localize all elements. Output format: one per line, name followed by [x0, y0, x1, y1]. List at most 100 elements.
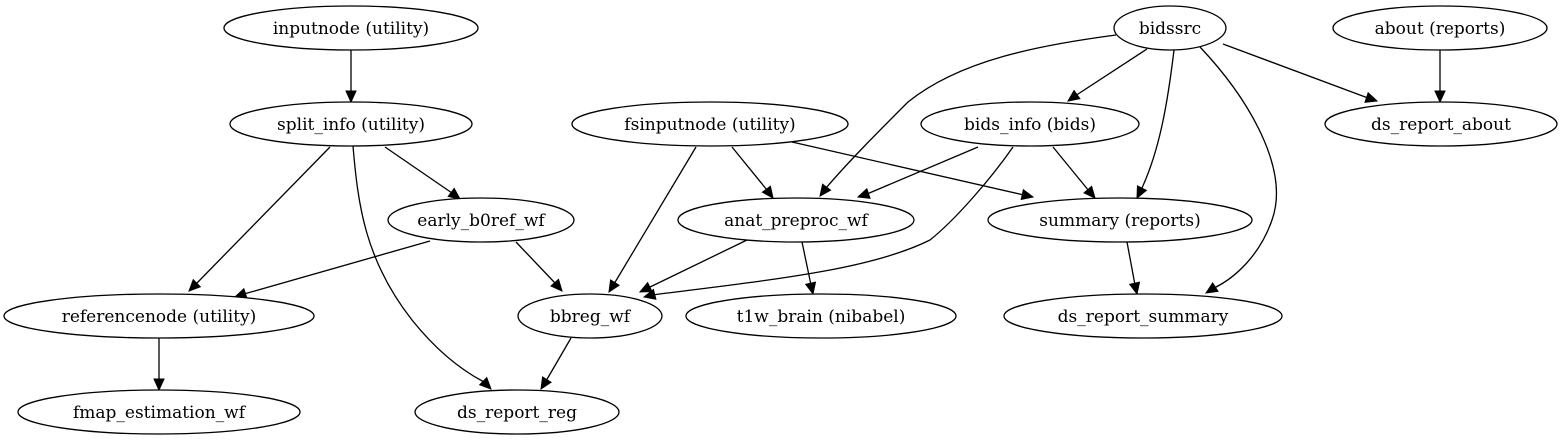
node-bidssrc: bidssrc: [1113, 5, 1227, 51]
edge-line: [613, 146, 697, 285]
edge-line: [195, 146, 331, 285]
edge-bidssrc-to-ds_report_about: [1222, 43, 1379, 103]
node-summary: summary (reports): [987, 197, 1253, 243]
node-split-info: split_info (utility): [229, 101, 473, 147]
arrowhead-icon: [1083, 185, 1096, 199]
node-label-anat-preproc-wf: anat_preproc_wf: [724, 211, 869, 231]
arrowhead-icon: [761, 185, 774, 199]
edge-bidssrc-to-ds_report_summary: [1199, 46, 1277, 294]
edge-bids_info-to-bbreg_wf: [642, 146, 1014, 300]
edge-bidssrc-to-summary: [1136, 49, 1175, 200]
edge-line: [1140, 49, 1175, 191]
arrowhead-icon: [1128, 281, 1141, 296]
arrowhead-icon: [1434, 90, 1446, 104]
arrowhead-icon: [608, 279, 620, 294]
edge-bids_info-to-anat_preproc_wf: [856, 146, 979, 199]
edge-inputnode-to-split_info: [345, 50, 357, 104]
edge-bids_info-to-summary: [1052, 146, 1096, 199]
edge-line: [1126, 241, 1136, 286]
node-bbreg-wf: bbreg_wf: [517, 293, 663, 339]
node-label-split-info: split_info (utility): [277, 115, 425, 135]
edge-bidssrc-to-bids_info: [1067, 48, 1148, 102]
node-label-ds-report-about: ds_report_about: [1371, 115, 1511, 135]
node-label-early-b0ref-wf: early_b0ref_wf: [417, 211, 546, 231]
edge-early_b0ref_wf-to-bbreg_wf: [515, 241, 563, 292]
edge-line: [1074, 48, 1148, 97]
node-label-fmap-estimation-wf: fmap_estimation_wf: [73, 403, 247, 423]
arrowhead-icon: [345, 90, 357, 104]
edge-line: [647, 239, 748, 289]
edge-line: [866, 146, 979, 195]
node-ds-report-summary: ds_report_summary: [1003, 293, 1283, 339]
edge-bbreg_wf-to-ds_report_reg: [540, 337, 572, 391]
edge-about-to-ds_report_about: [1434, 50, 1446, 104]
edge-line: [384, 146, 453, 194]
arrowhead-icon: [856, 187, 871, 199]
node-label-about: about (reports): [1375, 19, 1506, 39]
edge-anat_preproc_wf-to-bbreg_wf: [638, 239, 748, 293]
arrowhead-icon: [1020, 188, 1035, 201]
arrowhead-icon: [478, 376, 492, 390]
node-early-b0ref-wf: early_b0ref_wf: [387, 197, 575, 243]
edge-line: [731, 146, 768, 191]
node-label-referencenode: referencenode (utility): [62, 307, 257, 327]
arrowhead-icon: [540, 376, 552, 391]
edge-referencenode-to-fmap_estimation_wf: [153, 338, 165, 392]
edge-line: [825, 34, 1117, 189]
node-referencenode: referencenode (utility): [3, 293, 315, 339]
node-ds-report-about: ds_report_about: [1324, 101, 1558, 147]
arrowhead-icon: [447, 187, 461, 200]
node-fsinputnode: fsinputnode (utility): [571, 101, 849, 147]
edge-line: [791, 141, 1025, 196]
edge-split_info-to-referencenode: [188, 146, 331, 292]
node-fmap-estimation-wf: fmap_estimation_wf: [17, 389, 301, 435]
edge-split_info-to-early_b0ref_wf: [384, 146, 461, 200]
node-label-inputnode: inputnode (utility): [273, 19, 429, 39]
edge-layer: [153, 34, 1446, 392]
edge-fsinputnode-to-bbreg_wf: [608, 146, 697, 294]
arrowhead-icon: [188, 278, 202, 292]
node-inputnode: inputnode (utility): [223, 5, 479, 51]
node-label-fsinputnode: fsinputnode (utility): [624, 115, 795, 135]
node-label-ds-report-summary: ds_report_summary: [1058, 307, 1229, 327]
edge-line: [1052, 146, 1090, 192]
edge-summary-to-ds_report_summary: [1126, 241, 1141, 296]
arrowhead-icon: [638, 281, 653, 293]
edge-fsinputnode-to-anat_preproc_wf: [731, 146, 774, 199]
arrowhead-icon: [1067, 89, 1081, 102]
edge-line: [1222, 43, 1369, 99]
node-label-summary: summary (reports): [1039, 211, 1200, 231]
node-t1w-brain: t1w_brain (nibabel): [685, 293, 957, 339]
node-anat-preproc-wf: anat_preproc_wf: [677, 197, 915, 243]
node-layer: inputnode (utility) split_info (utility)…: [3, 5, 1558, 435]
node-ds-report-reg: ds_report_reg: [414, 389, 620, 435]
node-label-t1w-brain: t1w_brain (nibabel): [737, 307, 906, 327]
node-bids-info: bids_info (bids): [920, 101, 1140, 147]
edge-line: [545, 337, 572, 382]
edge-line: [352, 145, 485, 383]
arrowhead-icon: [550, 278, 563, 292]
arrowhead-icon: [819, 183, 832, 197]
edge-anat_preproc_wf-to-t1w_brain: [801, 241, 817, 296]
edge-early_b0ref_wf-to-referencenode: [233, 240, 431, 299]
arrowhead-icon: [804, 281, 817, 296]
edge-line: [801, 241, 812, 286]
edge-line: [651, 146, 1014, 296]
edge-line: [1199, 46, 1277, 289]
node-label-bbreg-wf: bbreg_wf: [550, 307, 632, 327]
node-label-ds-report-reg: ds_report_reg: [457, 403, 577, 423]
edge-line: [243, 240, 431, 295]
arrowhead-icon: [153, 378, 165, 392]
edge-line: [515, 241, 556, 284]
node-label-bids-info: bids_info (bids): [964, 115, 1096, 135]
edge-fsinputnode-to-summary: [791, 141, 1035, 201]
arrowhead-icon: [1136, 185, 1148, 200]
node-about: about (reports): [1332, 5, 1548, 51]
arrowhead-icon: [1204, 282, 1219, 294]
arrowhead-icon: [642, 288, 657, 300]
node-label-bidssrc: bidssrc: [1139, 19, 1201, 39]
edge-split_info-to-ds_report_reg: [352, 145, 492, 390]
arrowhead-icon: [1364, 91, 1379, 103]
edge-bidssrc-to-anat_preproc_wf: [819, 34, 1117, 197]
